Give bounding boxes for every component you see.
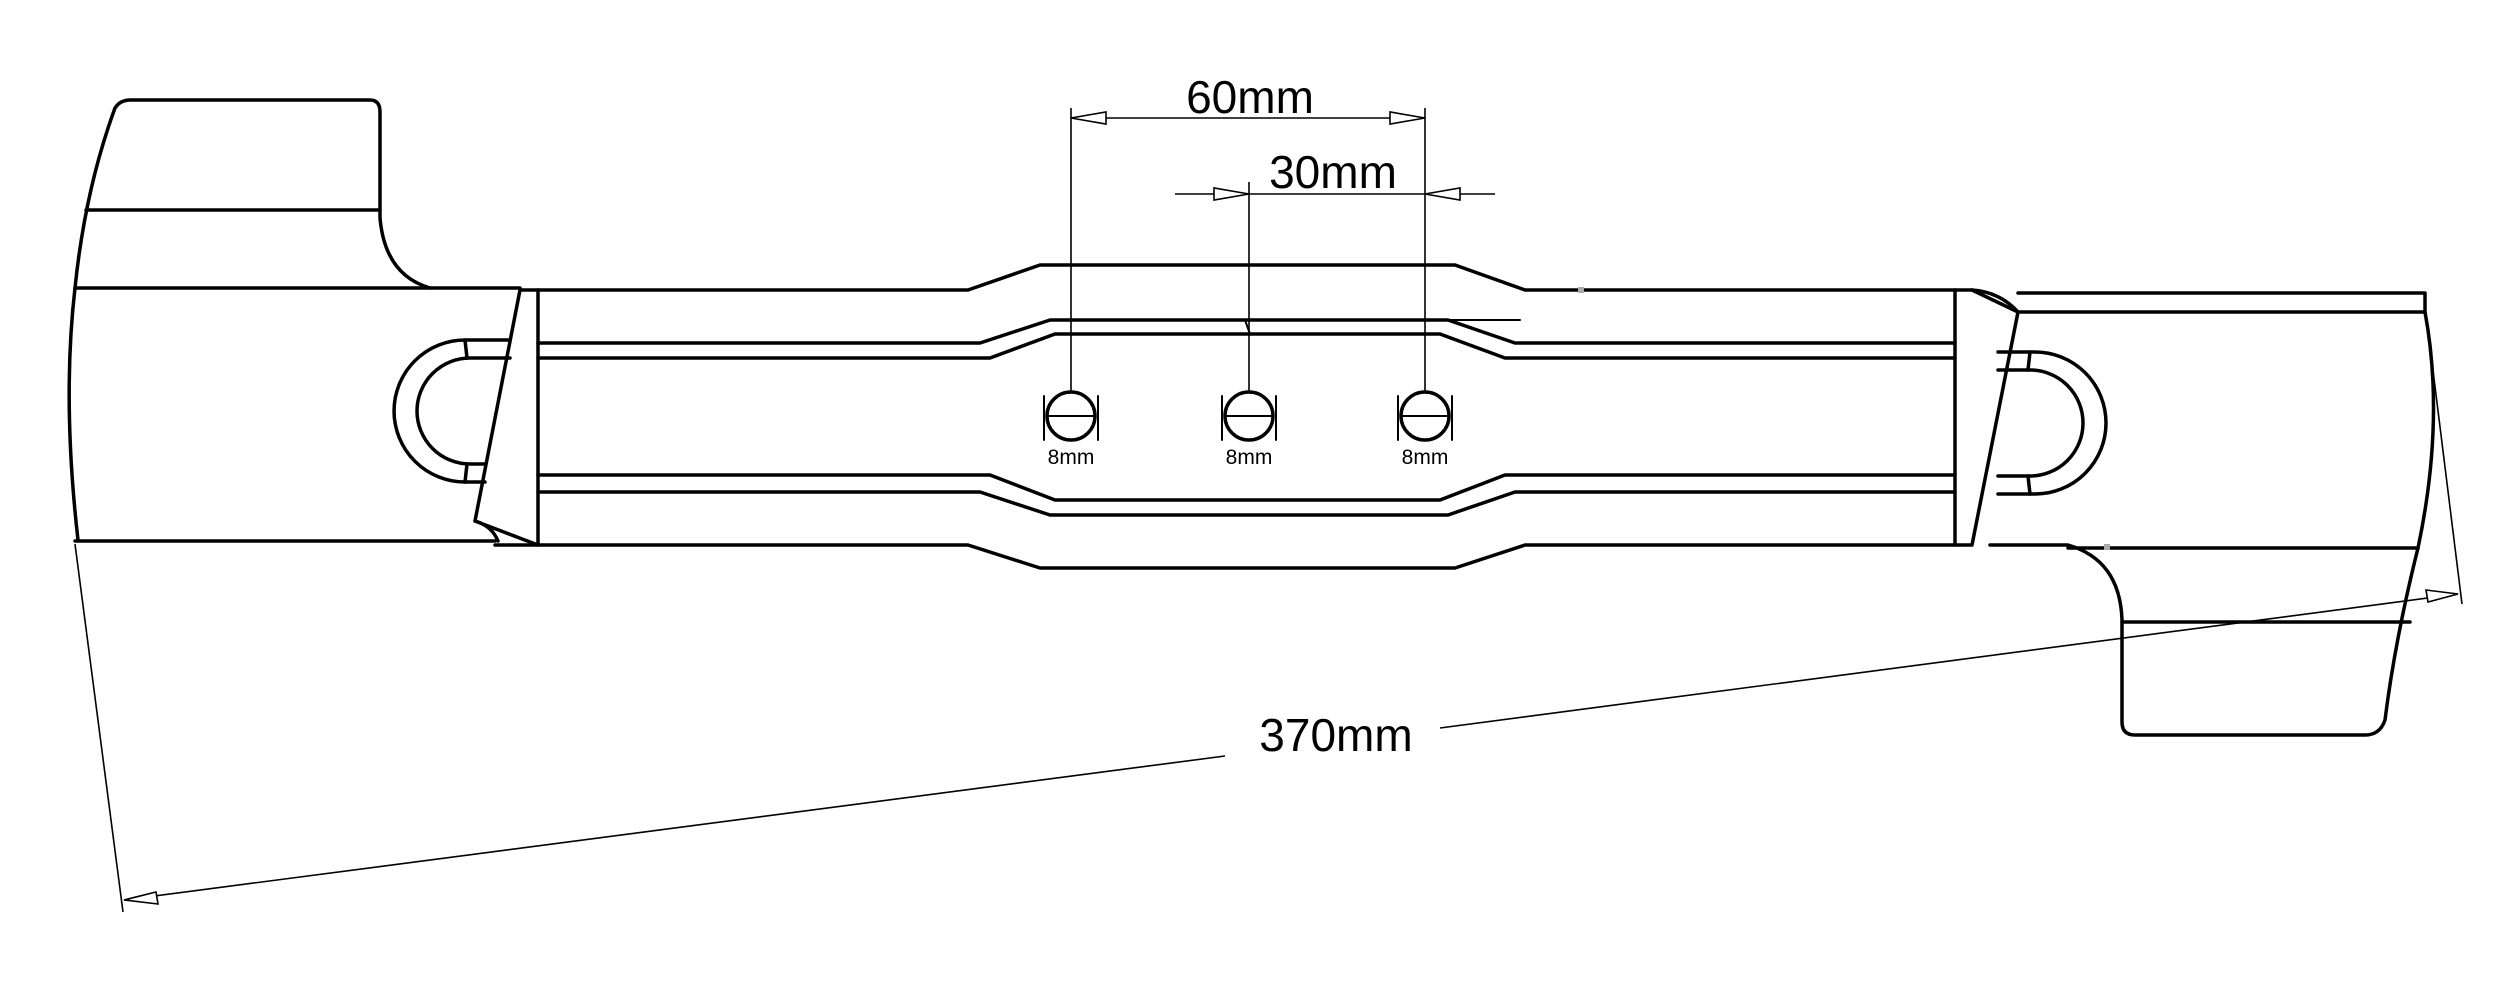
dimension-370mm-label: 370mm (1259, 709, 1412, 761)
right-flange (1953, 288, 2020, 547)
beam-top-edge (536, 263, 1957, 292)
hole-right-label: 8mm (1402, 446, 1449, 469)
left-loop (392, 338, 512, 484)
hole-middle: 8mm (1221, 390, 1277, 469)
hole-left: 8mm (1043, 390, 1099, 469)
right-end-cap (1988, 291, 2436, 737)
dimension-370mm: 370mm (74, 305, 2463, 913)
beam-bottom-edge (536, 543, 1957, 570)
hole-left-label: 8mm (1048, 446, 1095, 469)
dimension-60mm-label: 60mm (1186, 71, 1314, 123)
left-flange (473, 288, 540, 547)
hole-middle-label: 8mm (1226, 446, 1273, 469)
dimension-30mm-label: 30mm (1269, 146, 1397, 198)
left-end-cap (67, 98, 432, 542)
part-outline (67, 98, 2436, 737)
dimension-60mm: 60mm (1070, 71, 1426, 392)
dimension-30mm: 30mm (1175, 146, 1495, 392)
hole-right: 8mm (1397, 390, 1453, 469)
right-loop (1996, 350, 2108, 496)
holes: 8mm 8mm 8mm (1043, 390, 1453, 469)
